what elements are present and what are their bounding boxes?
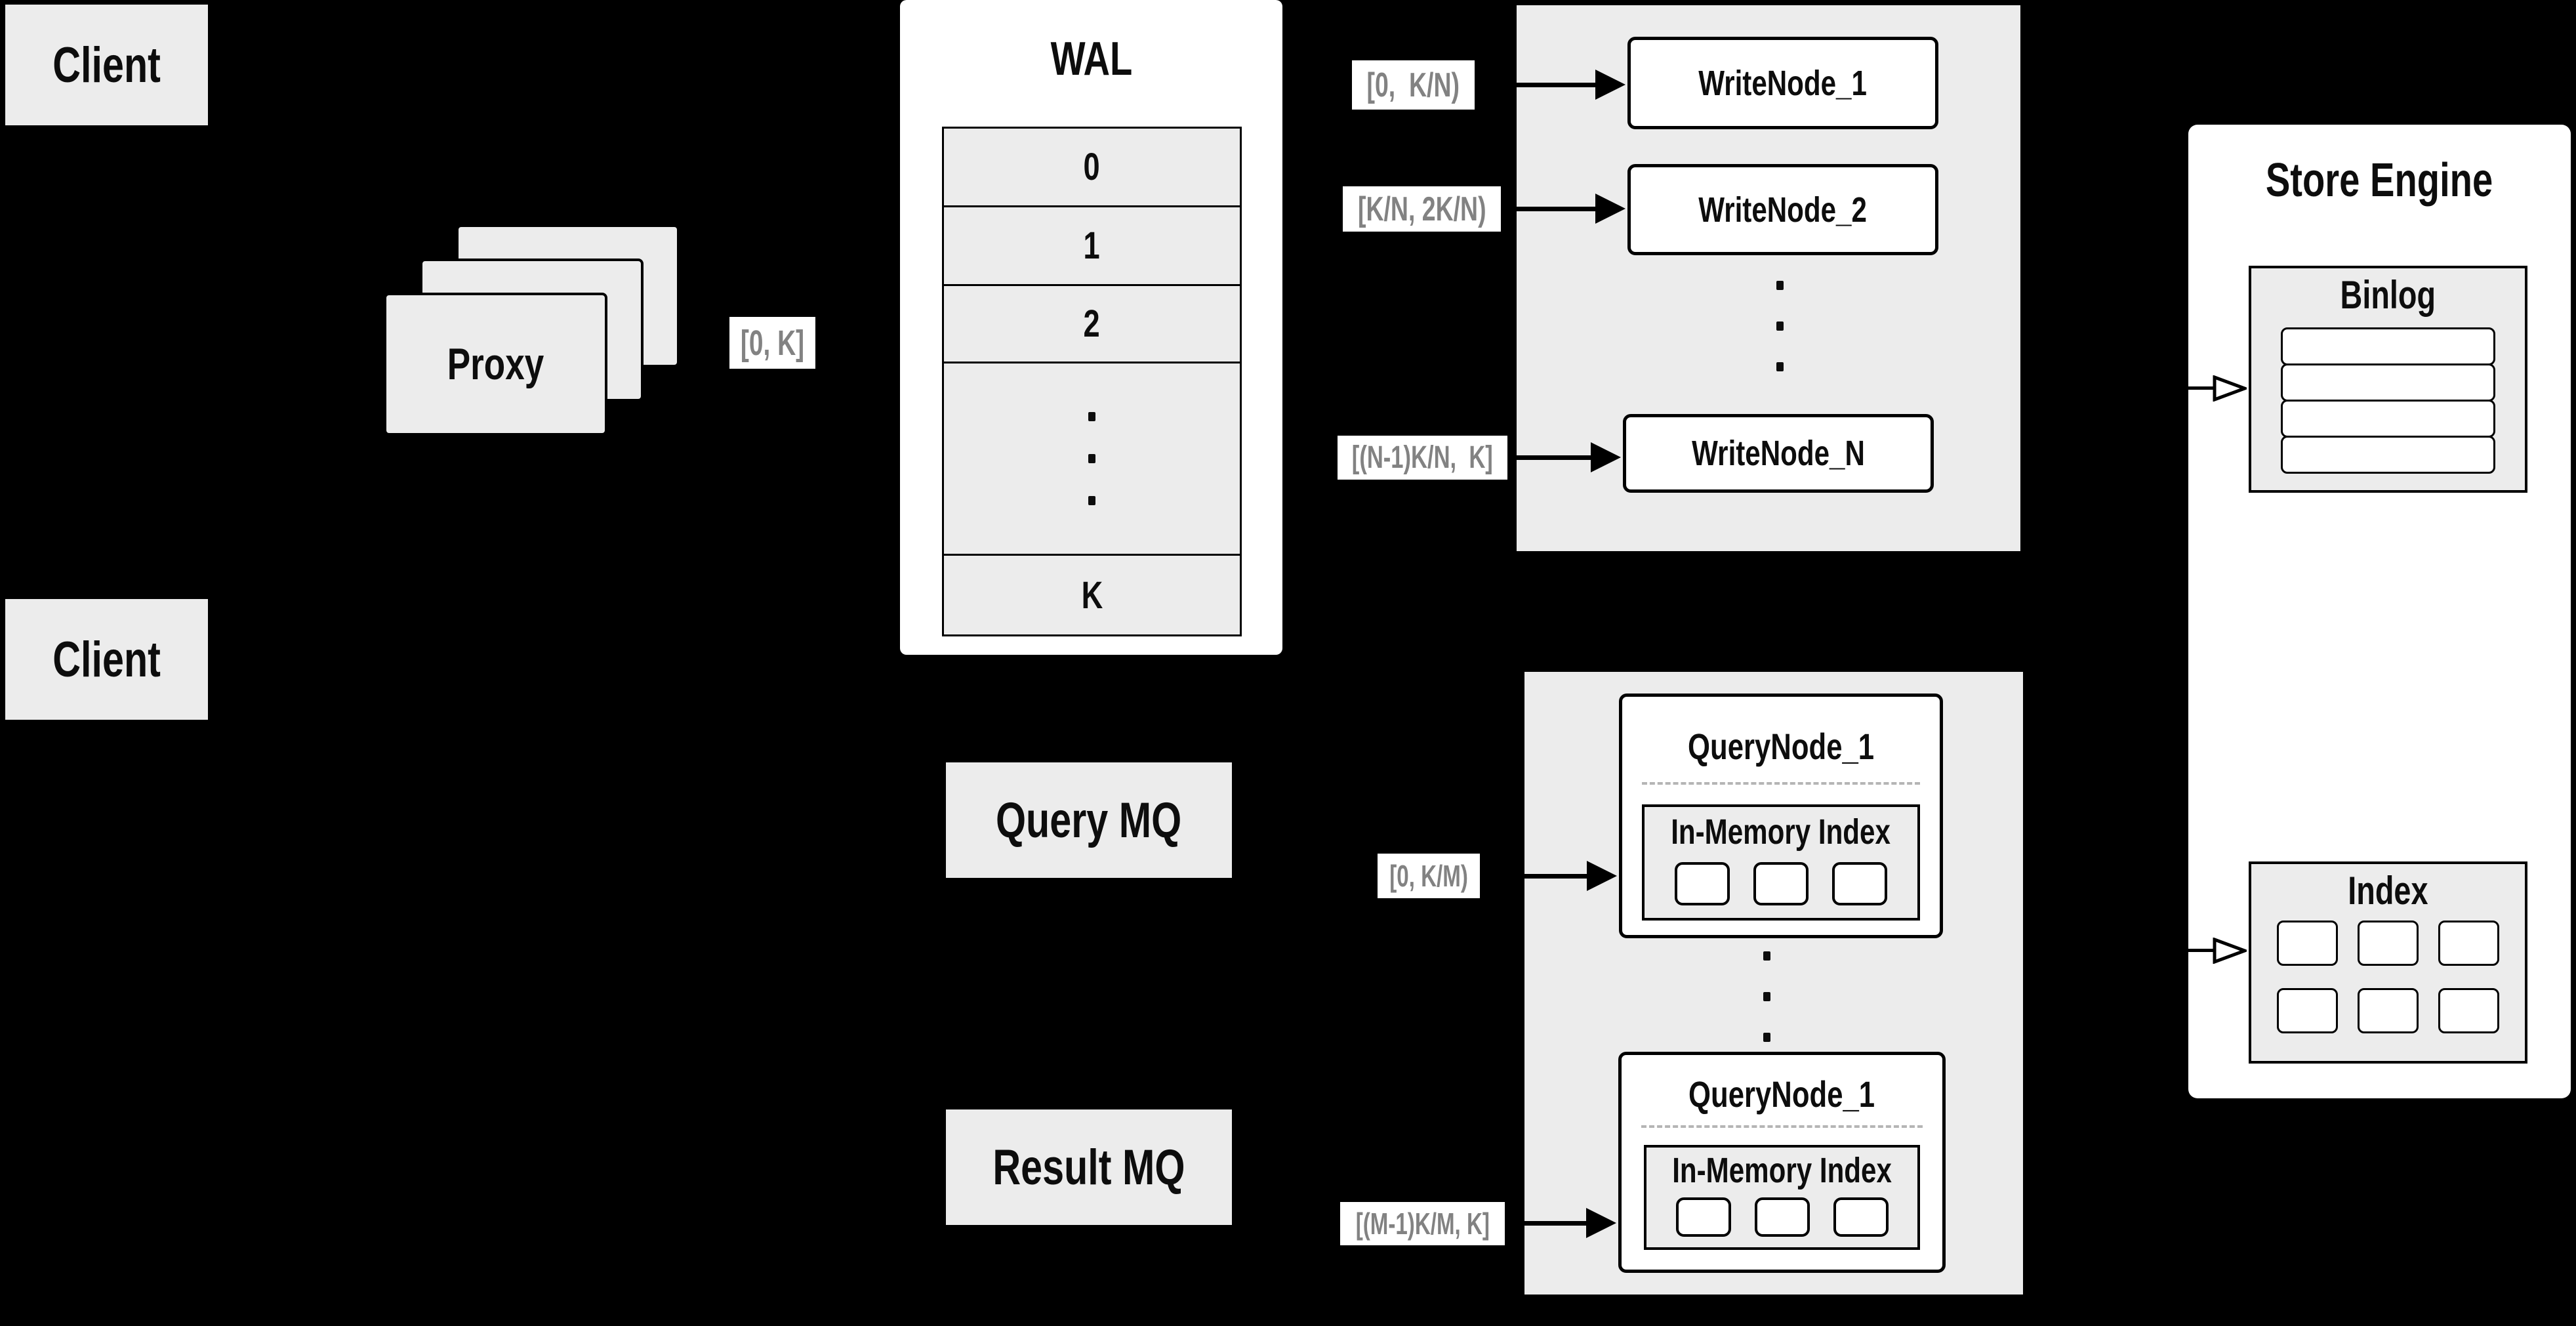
wal-title: WAL (1050, 33, 1132, 85)
hollow-arrow-index (2213, 938, 2247, 964)
arrow-line-query-1 (1480, 874, 1587, 879)
wal-row-1: 1 (944, 205, 1240, 284)
range-chip-write-2: [K/N, 2K/N) (1343, 186, 1501, 232)
wal-table: 0 1 2 K (942, 127, 1242, 636)
client-label: Client (52, 37, 161, 93)
binlog-row (2281, 400, 2495, 438)
arrow-line-write-n (1507, 455, 1591, 460)
arrow-head-write-2 (1595, 194, 1625, 224)
query-node-divider (1641, 1125, 1923, 1128)
arrow-head-query-1 (1587, 861, 1617, 891)
write-node-box-2: WriteNode_2 (1627, 164, 1938, 255)
ellipsis-dots (1776, 281, 1784, 371)
arrow-line-write-1 (1475, 83, 1595, 87)
memory-segments-row (1646, 1197, 1917, 1237)
range-chip-write-n: [(N-1)K/N, K] (1338, 436, 1507, 480)
index-cell (2358, 988, 2419, 1033)
ellipsis-dots (1088, 412, 1095, 505)
memory-segment-cell (1754, 1197, 1810, 1237)
result-mq-box: Result MQ (946, 1109, 1232, 1225)
in-memory-index-title: In-Memory Index (1671, 812, 1891, 852)
index-cell (2277, 921, 2338, 966)
client-label: Client (52, 631, 161, 688)
memory-segments-row (1645, 862, 1917, 905)
memory-segment-cell (1753, 862, 1809, 905)
query-node-box-top: QueryNode_1 In-Memory Index (1619, 694, 1943, 938)
arrow-line-index (2188, 949, 2217, 952)
store-engine-title: Store Engine (2266, 154, 2493, 207)
index-cells-row (2251, 921, 2525, 966)
write-node-box-1: WriteNode_1 (1627, 37, 1938, 129)
arrow-line-query-m (1505, 1221, 1586, 1226)
index-title: Index (2348, 868, 2428, 913)
ellipsis-dots (1763, 951, 1770, 1042)
query-mq-label: Query MQ (996, 792, 1182, 848)
range-chip-proxy-out: [0, K] (729, 317, 815, 369)
query-node-title: QueryNode_1 (1688, 1073, 1875, 1115)
wal-box: WAL 0 1 2 K (900, 0, 1282, 655)
in-memory-index-box: In-Memory Index (1644, 1145, 1920, 1250)
wal-row-k: K (944, 554, 1240, 634)
memory-segment-cell (1832, 862, 1887, 905)
client-box-bottom: Client (5, 599, 208, 720)
client-box-top: Client (5, 5, 208, 125)
index-cell (2358, 921, 2419, 966)
query-node-box-bottom: QueryNode_1 In-Memory Index (1618, 1052, 1946, 1273)
range-chip-write-1: [0, K/N) (1352, 60, 1475, 110)
query-node-divider (1642, 782, 1920, 785)
binlog-row (2281, 436, 2495, 474)
index-cell (2438, 988, 2499, 1033)
binlog-row (2281, 363, 2495, 402)
write-node-box-n: WriteNode_N (1623, 414, 1934, 493)
proxy-card-front: Proxy (384, 293, 607, 436)
memory-segment-cell (1675, 1197, 1731, 1237)
wal-row-0: 0 (944, 129, 1240, 205)
in-memory-index-title: In-Memory Index (1672, 1151, 1892, 1190)
proxy-label: Proxy (447, 339, 544, 389)
arrow-line-binlog (2188, 386, 2217, 390)
wal-row-ellipsis (944, 362, 1240, 554)
binlog-title: Binlog (2340, 272, 2436, 317)
range-chip-query-m: [(M-1)K/M, K] (1340, 1202, 1505, 1245)
arrow-head-write-1 (1595, 70, 1625, 100)
result-mq-label: Result MQ (992, 1139, 1185, 1195)
arrow-line-write-2 (1501, 207, 1595, 211)
binlog-box: Binlog (2249, 266, 2527, 493)
memory-segment-cell (1675, 862, 1730, 905)
index-cell (2277, 988, 2338, 1033)
store-engine-box: Store Engine Binlog Index (2188, 125, 2571, 1098)
memory-segment-cell (1833, 1197, 1889, 1237)
hollow-arrow-binlog (2213, 375, 2247, 402)
query-node-title: QueryNode_1 (1687, 725, 1875, 767)
binlog-rows (2281, 327, 2495, 474)
arrow-head-query-m (1586, 1208, 1616, 1238)
index-cell (2438, 921, 2499, 966)
range-chip-query-1: [0, K/M) (1378, 854, 1480, 898)
arrow-head-write-n (1591, 442, 1621, 472)
index-box: Index (2249, 861, 2527, 1064)
in-memory-index-box: In-Memory Index (1642, 804, 1920, 921)
binlog-row (2281, 327, 2495, 365)
index-cells-row (2251, 988, 2525, 1033)
wal-row-2: 2 (944, 284, 1240, 362)
query-mq-box: Query MQ (946, 762, 1232, 878)
